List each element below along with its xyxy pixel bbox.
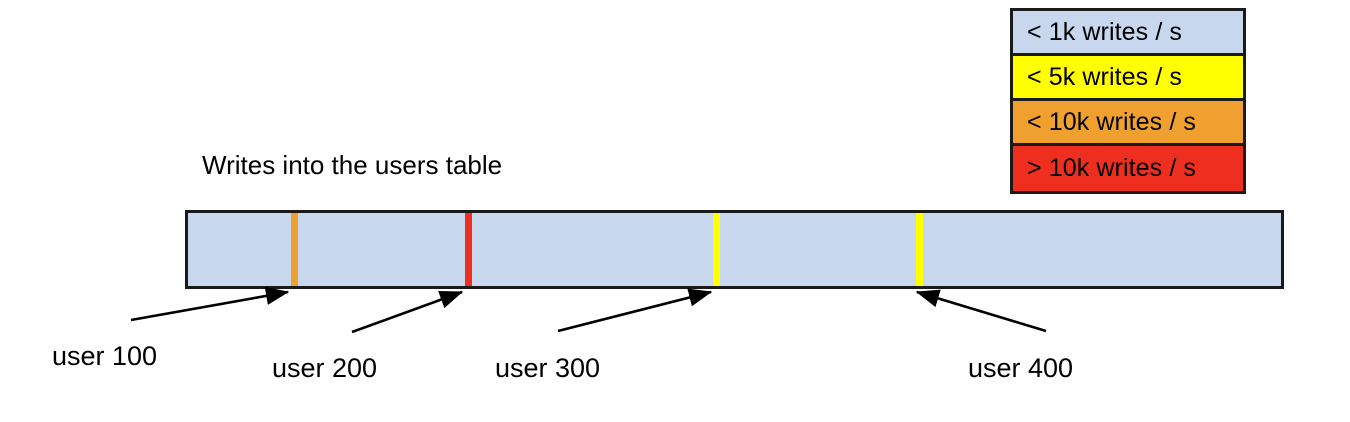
legend-item-lt-1k: < 1k writes / s <box>1013 11 1243 56</box>
pointer-label-user-400: user 400 <box>968 353 1074 383</box>
legend-item-gt-10k: > 10k writes / s <box>1013 146 1243 191</box>
stripe-user-200 <box>465 213 472 286</box>
legend-item-label: < 1k writes / s <box>1027 17 1183 46</box>
stripe-user-300 <box>713 213 720 286</box>
legend: < 1k writes / s < 5k writes / s < 10k wr… <box>1010 8 1246 194</box>
pointer-label-user-200: user 200 <box>272 353 378 383</box>
pointer-label-user-100: user 100 <box>52 341 158 371</box>
stripe-user-400 <box>916 213 923 286</box>
stripe-user-100 <box>291 213 298 286</box>
pointer-label-user-300: user 300 <box>495 353 601 383</box>
legend-item-label: > 10k writes / s <box>1027 154 1197 182</box>
chart-title: Writes into the users table <box>202 150 503 180</box>
legend-item-lt-5k: < 5k writes / s <box>1013 56 1243 101</box>
legend-item-label: < 5k writes / s <box>1027 62 1183 91</box>
users-table-bar <box>185 210 1284 289</box>
legend-item-lt-10k: < 10k writes / s <box>1013 101 1243 146</box>
legend-item-label: < 10k writes / s <box>1027 107 1197 136</box>
